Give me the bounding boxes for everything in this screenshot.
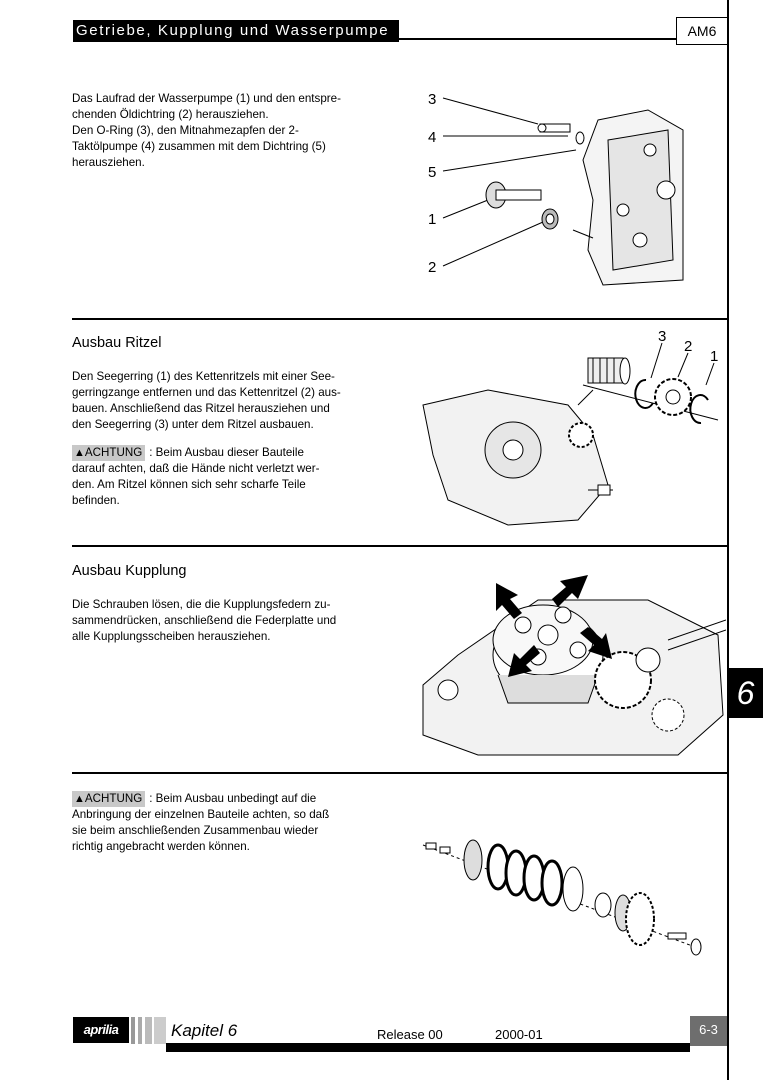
warning-icon: ▲ bbox=[74, 447, 85, 459]
section3-text: Die Schrauben lösen, die die Kupplungsfe… bbox=[72, 597, 336, 645]
callout-3: 3 bbox=[658, 328, 666, 345]
text-line: : Beim Ausbau unbedingt auf die bbox=[149, 792, 317, 805]
callout-2: 2 bbox=[684, 338, 692, 355]
text-line: herausziehen. bbox=[72, 156, 145, 169]
chapter-header: Getriebe, Kupplung und Wasserpumpe bbox=[73, 20, 399, 42]
text-line: alle Kupplungsscheiben herausziehen. bbox=[72, 630, 271, 643]
section4-warning: ▲ACHTUNG: Beim Ausbau unbedingt auf die … bbox=[72, 791, 329, 855]
text-line: bauen. Anschließend das Ritzel herauszie… bbox=[72, 402, 330, 415]
text-line: Taktölpumpe (4) zusammen mit dem Dichtri… bbox=[72, 140, 326, 153]
footer-release: Release 00 bbox=[377, 1027, 443, 1042]
water-pump-illustration: 3 4 5 1 2 bbox=[428, 91, 684, 286]
footer-decorative-bars bbox=[131, 1017, 166, 1044]
callout-4: 4 bbox=[428, 129, 436, 146]
text-line: chenden Öldichtring (2) herausziehen. bbox=[72, 108, 269, 121]
section-title-ritzel: Ausbau Ritzel bbox=[72, 335, 162, 351]
header-rule bbox=[399, 38, 689, 40]
callout-3: 3 bbox=[428, 91, 436, 108]
section-title-kupplung: Ausbau Kupplung bbox=[72, 563, 187, 579]
footer-rule bbox=[166, 1043, 690, 1052]
clutch-illustration bbox=[422, 575, 726, 756]
footer-chapter: Kapitel 6 bbox=[171, 1021, 238, 1040]
callout-1: 1 bbox=[710, 348, 718, 365]
section-divider bbox=[72, 545, 728, 547]
section2-warning: ▲ACHTUNG: Beim Ausbau dieser Bauteile da… bbox=[72, 445, 319, 509]
chapter-header-title: Getriebe, Kupplung und Wasserpumpe bbox=[76, 22, 390, 39]
clutch-exploded-illustration bbox=[422, 839, 704, 956]
text-line: sammendrücken, anschließend die Federpla… bbox=[72, 614, 337, 627]
warning-badge: ▲ACHTUNG bbox=[72, 791, 146, 807]
section-divider bbox=[72, 318, 728, 320]
section2-text: Den Seegerring (1) des Kettenritzels mit… bbox=[72, 369, 341, 433]
text-line: darauf achten, daß die Hände nicht verle… bbox=[72, 462, 320, 475]
model-code-box: AM6 bbox=[676, 17, 728, 45]
section-divider bbox=[72, 772, 728, 774]
text-line: richtig angebracht werden können. bbox=[72, 840, 250, 853]
text-line: sie beim anschließenden Zusammenbau wied… bbox=[72, 824, 319, 837]
text-line: Die Schrauben lösen, die die Kupplungsfe… bbox=[72, 598, 331, 611]
text-line: Den Seegerring (1) des Kettenritzels mit… bbox=[72, 370, 335, 383]
callout-5: 5 bbox=[428, 164, 436, 181]
warning-label: ACHTUNG bbox=[84, 792, 143, 805]
text-line: Das Laufrad der Wasserpumpe (1) und den … bbox=[72, 92, 341, 105]
right-margin-rule bbox=[727, 0, 729, 1080]
text-line: : Beim Ausbau dieser Bauteile bbox=[149, 446, 304, 459]
warning-badge: ▲ACHTUNG bbox=[72, 445, 146, 461]
text-line: befinden. bbox=[72, 494, 120, 507]
text-line: den Seegerring (3) unter dem Ritzel ausb… bbox=[72, 418, 314, 431]
text-line: Den O-Ring (3), den Mitnahmezapfen der 2… bbox=[72, 124, 299, 137]
page-number: 6-3 bbox=[690, 1016, 727, 1046]
aprilia-logo: aprilia bbox=[73, 1017, 129, 1043]
footer-date: 2000-01 bbox=[495, 1027, 543, 1042]
section1-text: Das Laufrad der Wasserpumpe (1) und den … bbox=[72, 91, 341, 171]
callout-1: 1 bbox=[428, 211, 436, 228]
callout-2: 2 bbox=[428, 259, 436, 276]
warning-label: ACHTUNG bbox=[84, 446, 143, 459]
sprocket-illustration: 3 2 1 bbox=[422, 328, 718, 526]
text-line: den. Am Ritzel können sich sehr scharfe … bbox=[72, 478, 306, 491]
text-line: gerringzange entfernen und das Kettenrit… bbox=[72, 386, 341, 399]
warning-icon: ▲ bbox=[74, 793, 85, 805]
text-line: Anbringung der einzelnen Bauteile achten… bbox=[72, 808, 330, 821]
chapter-tab: 6 bbox=[728, 668, 763, 718]
